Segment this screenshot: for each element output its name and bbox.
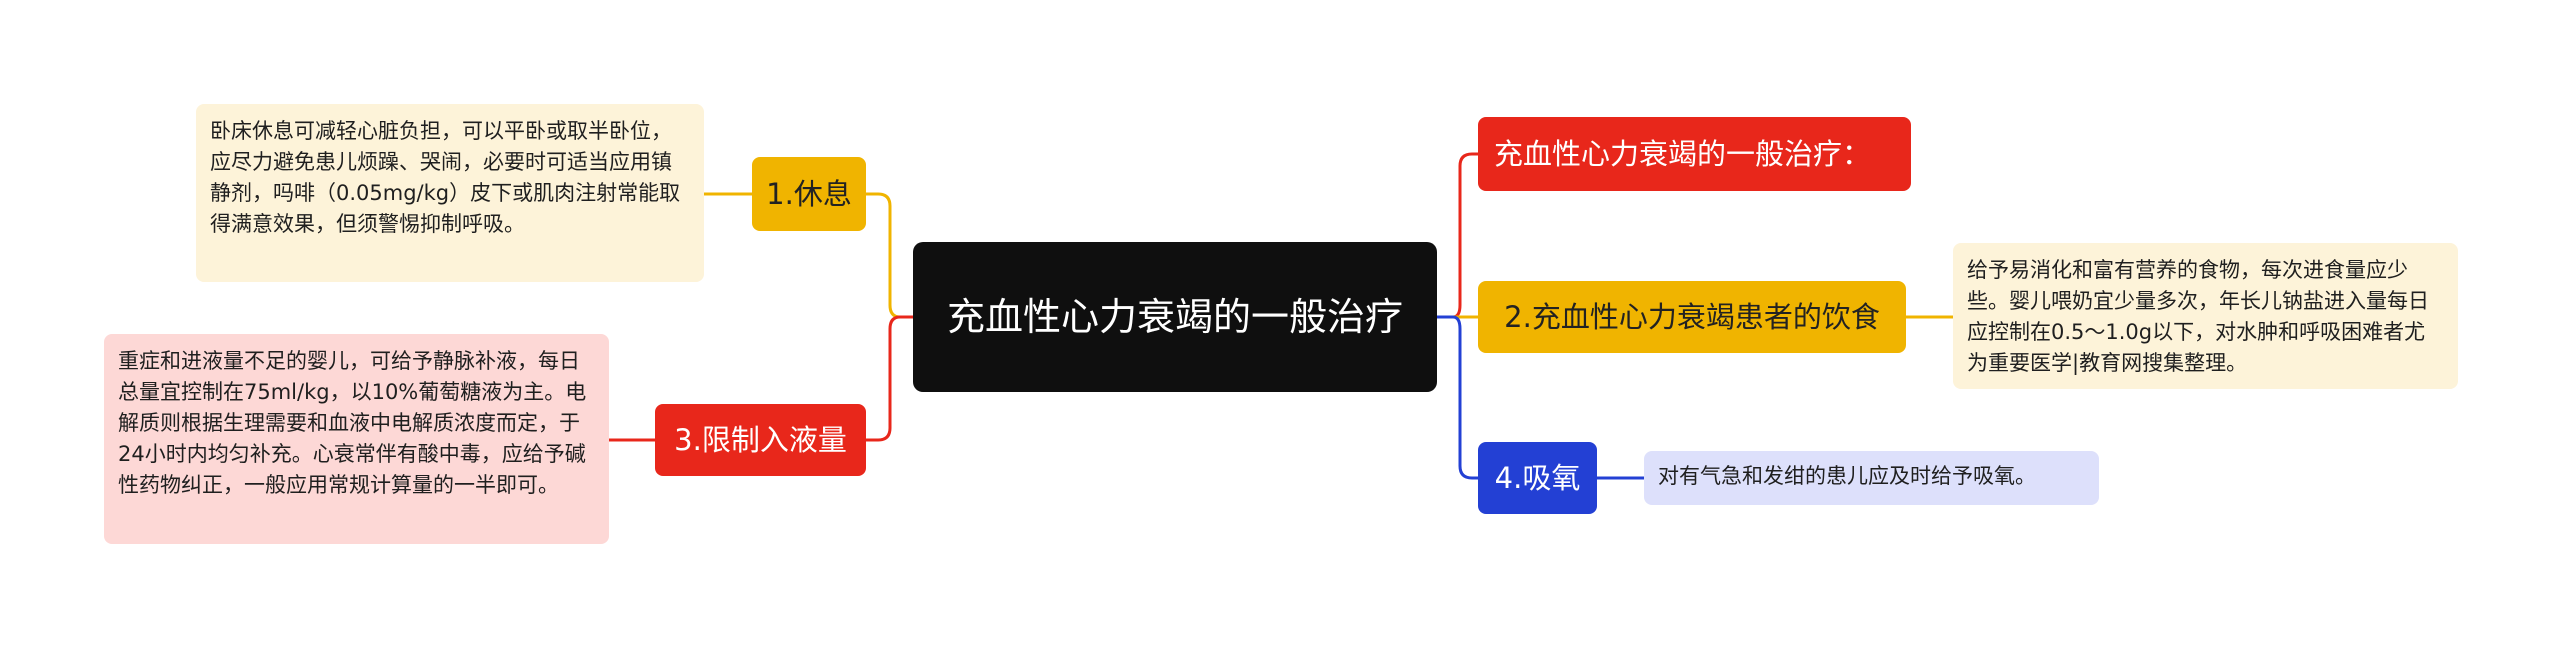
note-oxygen-text: 对有气急和发绀的患儿应及时给予吸氧。	[1658, 464, 2036, 488]
note-rest-text: 卧床休息可减轻心脏负担，可以平卧或取半卧位，应尽力避免患儿烦躁、哭闹，必要时可适…	[210, 119, 681, 236]
branch-diet-label: 2.充血性心力衰竭患者的饮食	[1504, 300, 1880, 334]
branch-diet[interactable]: 2.充血性心力衰竭患者的饮食	[1478, 281, 1906, 353]
note-diet[interactable]: 给予易消化和富有营养的食物，每次进食量应少些。婴儿喂奶宜少量多次，年长儿钠盐进入…	[1953, 243, 2458, 389]
branch-fluid-limit-label: 3.限制入液量	[674, 423, 847, 457]
branch-rest-label: 1.休息	[766, 177, 852, 211]
link-root-to-fluid	[866, 315, 913, 442]
branch-fluid-limit[interactable]: 3.限制入液量	[655, 404, 866, 476]
note-rest[interactable]: 卧床休息可减轻心脏负担，可以平卧或取半卧位，应尽力避免患儿烦躁、哭闹，必要时可适…	[196, 104, 704, 282]
note-fluid-limit[interactable]: 重症和进液量不足的婴儿，可给予静脉补液，每日总量宜控制在75ml/kg，以10%…	[104, 334, 609, 544]
note-diet-text: 给予易消化和富有营养的食物，每次进食量应少些。婴儿喂奶宜少量多次，年长儿钠盐进入…	[1967, 258, 2429, 375]
branch-heading-label: 充血性心力衰竭的一般治疗：	[1494, 137, 1872, 171]
branch-oxygen-label: 4.吸氧	[1494, 461, 1581, 495]
link-root-to-oxygen	[1437, 315, 1478, 480]
note-oxygen[interactable]: 对有气急和发绀的患儿应及时给予吸氧。	[1644, 451, 2099, 505]
note-fluid-limit-text: 重症和进液量不足的婴儿，可给予静脉补液，每日总量宜控制在75ml/kg，以10%…	[118, 349, 587, 497]
root-topic[interactable]: 充血性心力衰竭的一般治疗	[913, 242, 1437, 392]
branch-oxygen[interactable]: 4.吸氧	[1478, 442, 1597, 514]
root-title: 充血性心力衰竭的一般治疗	[946, 295, 1403, 339]
branch-rest[interactable]: 1.休息	[752, 157, 866, 231]
branch-heading[interactable]: 充血性心力衰竭的一般治疗：	[1478, 117, 1911, 191]
link-root-to-rest	[866, 192, 913, 319]
link-root-to-heading	[1437, 152, 1478, 319]
